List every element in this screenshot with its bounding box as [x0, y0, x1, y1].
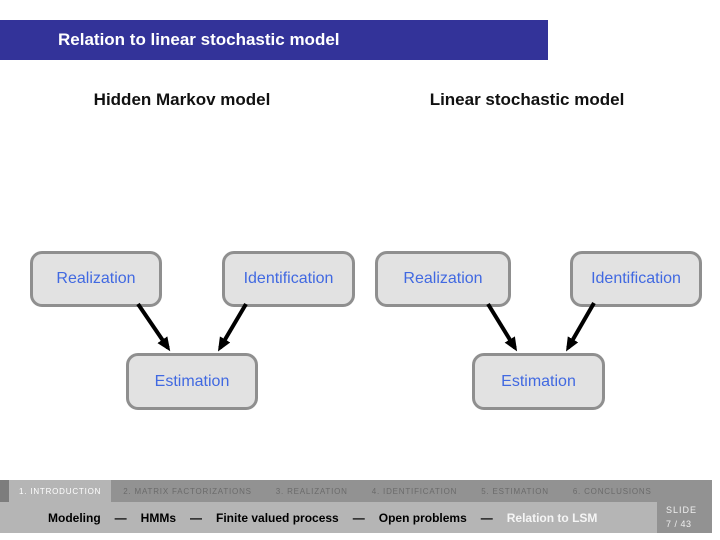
slide-counter-panel: SLIDE 7 / 43 [657, 480, 712, 533]
hmm-realization-label: Realization [56, 270, 136, 287]
subsection-breadcrumb-bar: Modeling — HMMs — Finite valued process … [0, 502, 657, 533]
nav-item-estimation[interactable]: 5. ESTIMATION [481, 486, 549, 496]
slide-counter-label: SLIDE [666, 505, 698, 515]
crumb-separator: — [480, 510, 493, 525]
crumb-finite-valued-process[interactable]: Finite valued process [216, 510, 339, 525]
lsm-realization-label: Realization [403, 270, 483, 287]
hmm-identification-box: Identification [222, 251, 355, 307]
nav-item-identification[interactable]: 4. IDENTIFICATION [371, 486, 458, 496]
arrow-hmm-identification-to-estimation [217, 302, 248, 352]
crumb-modeling[interactable]: Modeling [48, 510, 101, 525]
hmm-realization-box: Realization [30, 251, 162, 307]
hmm-estimation-box: Estimation [126, 353, 258, 410]
hmm-identification-label: Identification [243, 270, 334, 287]
crumb-separator: — [114, 510, 127, 525]
nav-edge-block [0, 480, 9, 502]
crumb-open-problems[interactable]: Open problems [378, 510, 467, 525]
lsm-identification-label: Identification [591, 270, 681, 287]
nav-item-matrix-factorizations[interactable]: 2. MATRIX FACTORIZATIONS [123, 486, 252, 496]
lsm-identification-box: Identification [570, 251, 702, 307]
nav-item-introduction[interactable]: 1. INTRODUCTION [9, 480, 112, 502]
column-header-hmm: Hidden Markov model [93, 90, 271, 109]
crumb-separator: — [352, 510, 365, 525]
nav-item-conclusions[interactable]: 6. CONCLUSIONS [572, 486, 652, 496]
section-nav-bar: 1. INTRODUCTION 2. MATRIX FACTORIZATIONS… [0, 480, 712, 502]
slide-title-bar: Relation to linear stochastic model [0, 20, 548, 60]
lsm-realization-box: Realization [375, 251, 511, 307]
lsm-estimation-box: Estimation [472, 353, 605, 410]
crumb-separator: — [190, 510, 203, 525]
arrow-lsm-realization-to-estimation [486, 302, 518, 352]
hmm-estimation-label: Estimation [154, 372, 230, 390]
page-title: Relation to linear stochastic model [58, 30, 340, 49]
arrow-lsm-identification-to-estimation [565, 301, 596, 352]
lsm-estimation-label: Estimation [501, 372, 576, 390]
crumb-relation-to-lsm[interactable]: Relation to LSM [506, 510, 598, 525]
crumb-hmms[interactable]: HMMs [140, 510, 177, 525]
slide-counter-value: 7 / 43 [666, 519, 692, 529]
column-header-lsm: Linear stochastic model [429, 90, 625, 109]
nav-item-realization[interactable]: 3. REALIZATION [275, 486, 348, 496]
arrow-hmm-realization-to-estimation [136, 302, 171, 352]
